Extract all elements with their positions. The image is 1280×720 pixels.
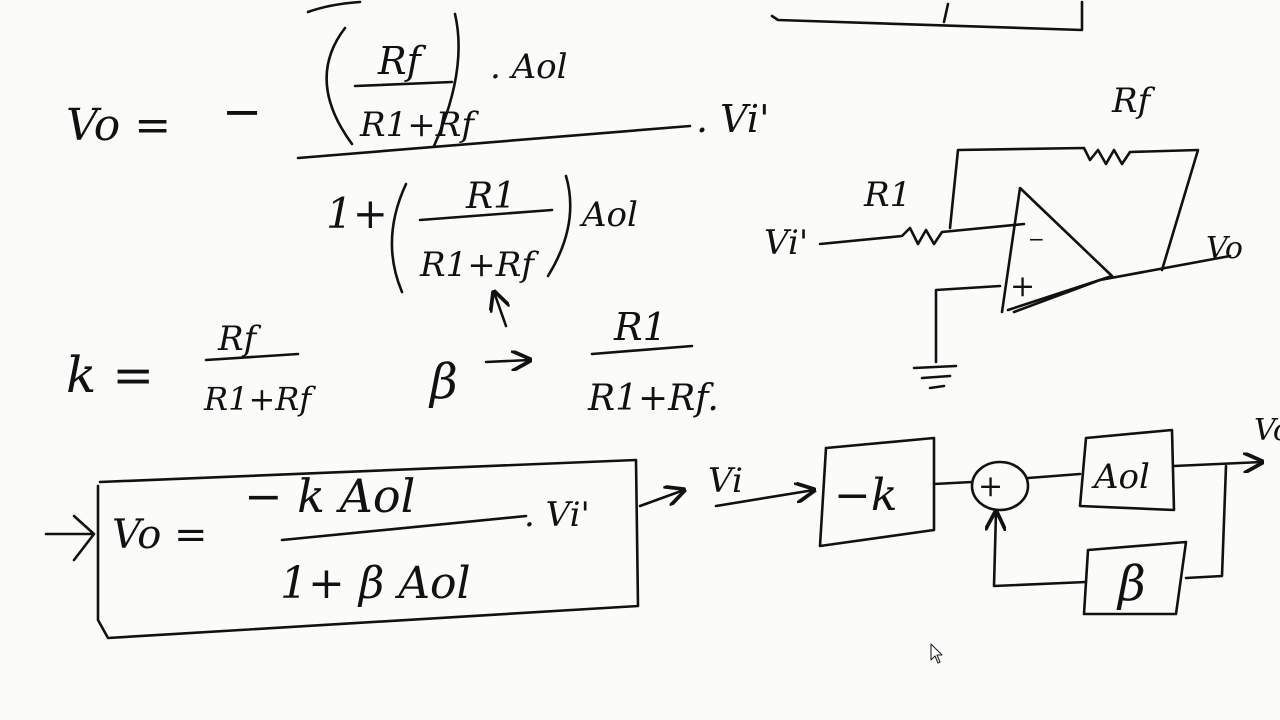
- result-denominator: 1+ β Aol: [280, 558, 471, 609]
- feedback-return-arrow: [994, 512, 1088, 588]
- numerator-open-paren: [325, 26, 354, 146]
- block-input-label: Vi: [708, 461, 743, 501]
- inverting-amplifier-circuit: Rf R1 Vi' − + Vo: [764, 81, 1243, 390]
- noninverting-mark: +: [1010, 269, 1035, 304]
- denominator-prefix: 1+: [326, 189, 388, 238]
- k-num: Rf: [217, 319, 262, 359]
- output-arrow: [1172, 462, 1262, 466]
- numerator-close-paren: [432, 12, 460, 148]
- input-resistor: [818, 222, 1026, 246]
- denominator-frac-bar: [418, 208, 554, 222]
- feedback-block-box: [1082, 540, 1188, 616]
- beta-link-arrow: [494, 292, 506, 328]
- amp-block-box: [1078, 428, 1176, 512]
- beta-num: R1: [613, 305, 667, 349]
- beta-arrow: [484, 360, 530, 362]
- main-fraction-bar: [296, 124, 692, 160]
- ground-icon: [912, 364, 958, 390]
- r1-label: R1: [863, 175, 911, 215]
- numerator-frac-num: Rf: [377, 39, 427, 83]
- input-arrow: [714, 490, 814, 508]
- vo-sign: −: [222, 84, 262, 140]
- rf-label: Rf: [1111, 81, 1156, 121]
- output-line: [1012, 254, 1232, 314]
- result-lhs: Vo =: [112, 512, 208, 558]
- beta-lhs: β: [428, 354, 458, 410]
- vo-equation: Vo = − Rf R1+Rf . Aol . Vi' 1+ R1 R1+Rf …: [66, 12, 770, 294]
- circuit-input-label: Vi': [764, 223, 808, 263]
- boxed-result: Vo = − k Aol 1+ β Aol . Vi': [44, 458, 684, 640]
- opamp-triangle: [1000, 186, 1114, 314]
- feedback-resistor: [948, 146, 1200, 272]
- denominator-frac-num: R1: [465, 176, 516, 217]
- k-beta-definitions: k = Rf R1+Rf β R1 R1+Rf.: [66, 292, 719, 419]
- ground-wire: [934, 284, 1002, 364]
- numerator-frac-bar: [353, 80, 454, 88]
- beta-frac-bar: [590, 344, 694, 356]
- denominator-gain: Aol: [579, 195, 638, 235]
- gain-block-label: −k: [834, 470, 898, 521]
- numerator-gain: . Aol: [490, 47, 568, 87]
- denominator-frac-den: R1+Rf: [419, 245, 539, 285]
- feedback-block-diagram: Vi −k + Aol Vo β: [708, 413, 1280, 616]
- feedback-block-label: β: [1116, 556, 1146, 612]
- feedback-pickoff: [1184, 464, 1228, 580]
- denominator-close-paren: [546, 174, 572, 278]
- gain-to-summer: [932, 480, 974, 486]
- k-frac-bar: [204, 352, 300, 362]
- k-den: R1+Rf: [203, 380, 316, 418]
- result-left-arrow: [44, 514, 96, 562]
- vo-lhs: Vo =: [66, 100, 171, 151]
- denominator-open-paren: [390, 182, 408, 294]
- top-partial-strokes: [306, 0, 1084, 32]
- vo-input: . Vi': [696, 97, 770, 141]
- result-fraction-bar: [280, 514, 528, 542]
- numerator-frac-den: R1+Rf: [359, 105, 479, 145]
- block-output-label: Vo: [1254, 413, 1280, 448]
- result-input: . Vi': [524, 495, 590, 535]
- beta-den: R1+Rf.: [587, 378, 719, 419]
- result-box: [96, 458, 640, 640]
- result-numerator: − k Aol: [244, 469, 415, 523]
- k-lhs: k =: [66, 346, 154, 404]
- mouse-pointer-icon: [930, 643, 943, 664]
- inverting-mark: −: [1028, 227, 1045, 251]
- circuit-output-label: Vo: [1206, 231, 1243, 266]
- summer-to-amp: [1026, 472, 1082, 480]
- amp-block-label: Aol: [1091, 457, 1150, 497]
- gain-block-box: [818, 436, 936, 548]
- summer-sign: +: [978, 469, 1003, 504]
- result-right-arrow: [638, 490, 684, 508]
